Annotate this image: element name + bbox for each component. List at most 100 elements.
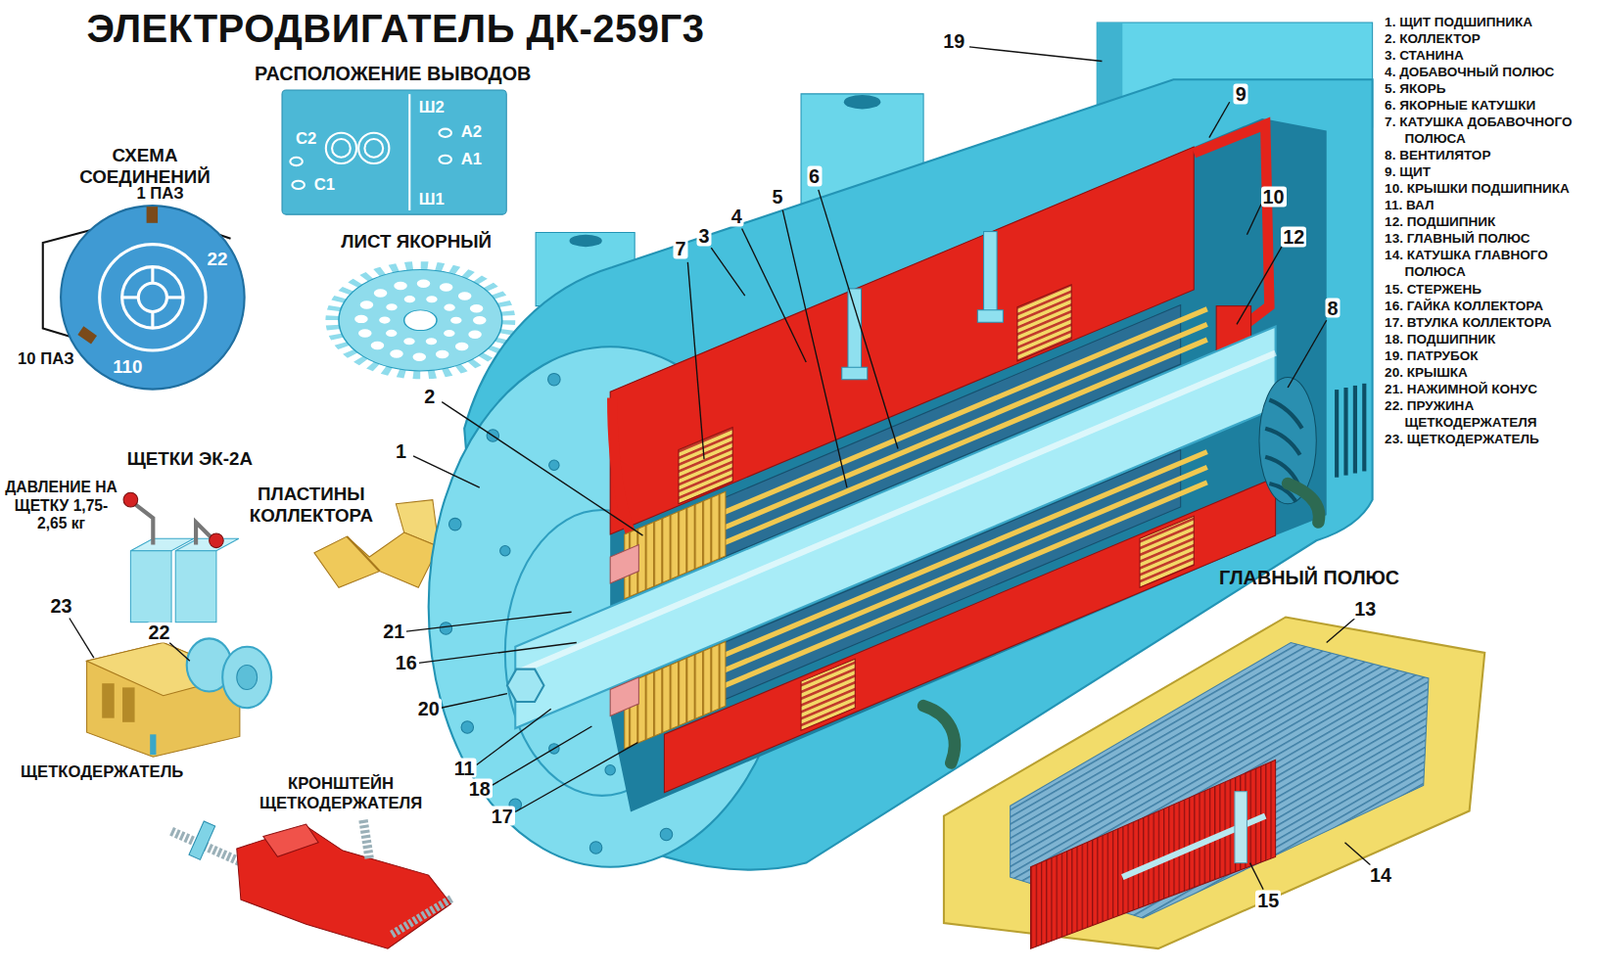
connection-scheme-circle-shape [151, 267, 155, 284]
armature [663, 482, 1207, 711]
parts-key-entry: 12. ПОДШИПНИК [1384, 213, 1597, 231]
connection-scheme-circle-shape [146, 207, 158, 225]
lead-wire [923, 705, 955, 763]
callout-number: 16 [393, 653, 420, 674]
callout-number: 17 [489, 805, 516, 827]
connection-scheme-circle-shape [99, 244, 206, 351]
terminal-panel-shape [289, 156, 303, 165]
brush-holder [87, 638, 273, 757]
parts-key-entry: 20. КРЫШКА [1384, 364, 1597, 381]
cutaway [1017, 284, 1072, 362]
leader-line [169, 643, 190, 662]
section-heading: ГЛАВНЫЙ ПОЛЮС [1219, 566, 1400, 591]
leader-line [710, 247, 745, 296]
parts-key-entry: 4. ДОБАВОЧНЫЙ ПОЛЮС [1384, 63, 1597, 81]
armature [663, 305, 1207, 712]
parts-key-entry: 19. ПАТРУБОК [1384, 347, 1597, 365]
callout-number: 5 [770, 187, 786, 208]
brush-holder-bracket [263, 824, 319, 857]
callout-number: 4 [729, 206, 745, 228]
main-pole [943, 616, 1485, 949]
parts-key-entry: 5. ЯКОРЬ [1384, 80, 1597, 97]
leader-line [1344, 843, 1370, 866]
anchor-sheet [338, 270, 503, 372]
connection-scheme-circle-shape [122, 267, 185, 330]
brush-holder [236, 664, 258, 690]
leader-line [1209, 101, 1230, 138]
callout-number: 9 [1233, 83, 1249, 104]
parts-key-entry: 18. ПОДШИПНИК [1384, 330, 1597, 348]
terminal-panel-shape [408, 94, 411, 211]
vent-grille [1353, 385, 1358, 474]
anchor-sheet [404, 310, 437, 331]
connection-scheme-circle-shape [122, 296, 140, 300]
leader-line [440, 694, 508, 709]
commutator-plates [314, 532, 439, 588]
callout-number: 15 [1255, 891, 1281, 912]
brush-holder-bracket [171, 820, 454, 949]
leader-line [1326, 618, 1356, 644]
terminal-label: Ш1 [419, 189, 445, 210]
leader-line [782, 210, 848, 488]
terminal-panel-shape [358, 132, 389, 163]
armature [663, 467, 1207, 696]
motor-housing [844, 94, 882, 110]
front-shield [439, 622, 453, 636]
connection-scheme-circle-shape [78, 327, 98, 345]
callout-number: 10 [1261, 187, 1287, 208]
section-heading: РАСПОЛОЖЕНИЕ ВЫВОДОВ [254, 62, 531, 87]
armature [663, 452, 1207, 681]
parts-key-entry: 21. НАЖИМНОЙ КОНУС [1384, 380, 1597, 398]
brushes [123, 492, 139, 508]
front-shield [549, 460, 560, 471]
brushes [135, 504, 154, 546]
terminal-label: С1 [314, 175, 335, 195]
lead-wire [1287, 483, 1319, 523]
leader-line [1236, 246, 1282, 325]
brush-holder-bracket [188, 821, 216, 860]
vent-grille [1343, 387, 1348, 476]
brushes [175, 551, 217, 623]
shaft-end [507, 669, 545, 703]
leader-line [515, 743, 638, 813]
terminal-label: А1 [461, 149, 482, 170]
section-heading: КРОНШТЕЙН ЩЕТКОДЕРЖАТЕЛЯ [243, 774, 438, 814]
leader-line [69, 47, 1371, 891]
fan [1265, 428, 1300, 456]
terminal-panel: РАСПОЛОЖЕНИЕ ВЫВОДОВШ2С2А2А1С1Ш1 [282, 90, 507, 215]
armature [663, 309, 1207, 712]
leader-line [687, 262, 705, 460]
brush-holder [149, 734, 156, 755]
terminal-panel-shape [364, 139, 383, 158]
section-heading: ЩЕТКОДЕРЖАТЕЛЬ [20, 762, 184, 783]
commutator [610, 544, 639, 584]
parts-key-entry: 15. СТЕРЖЕНЬ [1384, 281, 1597, 298]
slot-number: 110 [112, 356, 142, 379]
commutator [610, 677, 639, 717]
shaft [515, 326, 1275, 729]
terminal-panel-shape [438, 154, 452, 163]
fan [1269, 400, 1302, 429]
brushes [175, 538, 239, 552]
callout-number: 6 [806, 166, 822, 188]
callout-number: 23 [48, 596, 75, 617]
brush-holder-bracket [363, 820, 370, 860]
anchor-sheet [332, 266, 509, 376]
callout-number: 7 [673, 238, 689, 260]
terminal-label: С2 [295, 129, 317, 149]
leader-line [1246, 203, 1262, 235]
brush-holder [122, 687, 136, 722]
connection-scheme-circle-shape [58, 203, 247, 392]
callout-number: 18 [467, 778, 493, 800]
terminal-panel-shape [331, 139, 351, 158]
leader-line [742, 228, 807, 363]
shaft [515, 326, 1275, 729]
terminal-label: Ш2 [419, 97, 445, 118]
pressure-note: ДАВЛЕНИЕ НА ЩЕТКУ 1,75-2,65 кг [4, 478, 118, 534]
leader-line [969, 47, 1102, 62]
cutaway [800, 658, 855, 731]
leader-line [1250, 863, 1265, 891]
leader-line [1287, 320, 1327, 388]
cutaway [847, 288, 862, 371]
section-heading: ПЛАСТИНЫ КОЛЛЕКТОРА [235, 482, 388, 527]
